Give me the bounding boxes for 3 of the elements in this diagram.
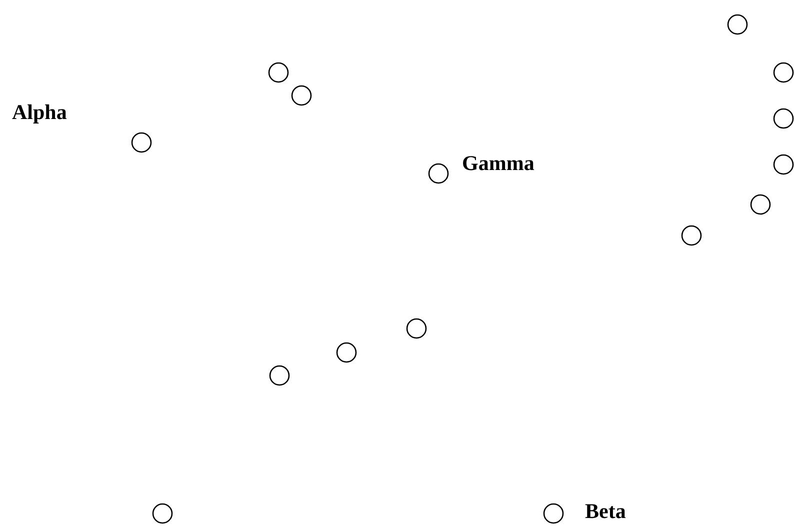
point-label: Gamma — [462, 151, 534, 175]
point-label: Beta — [585, 499, 626, 523]
point-label: Alpha — [12, 100, 67, 124]
